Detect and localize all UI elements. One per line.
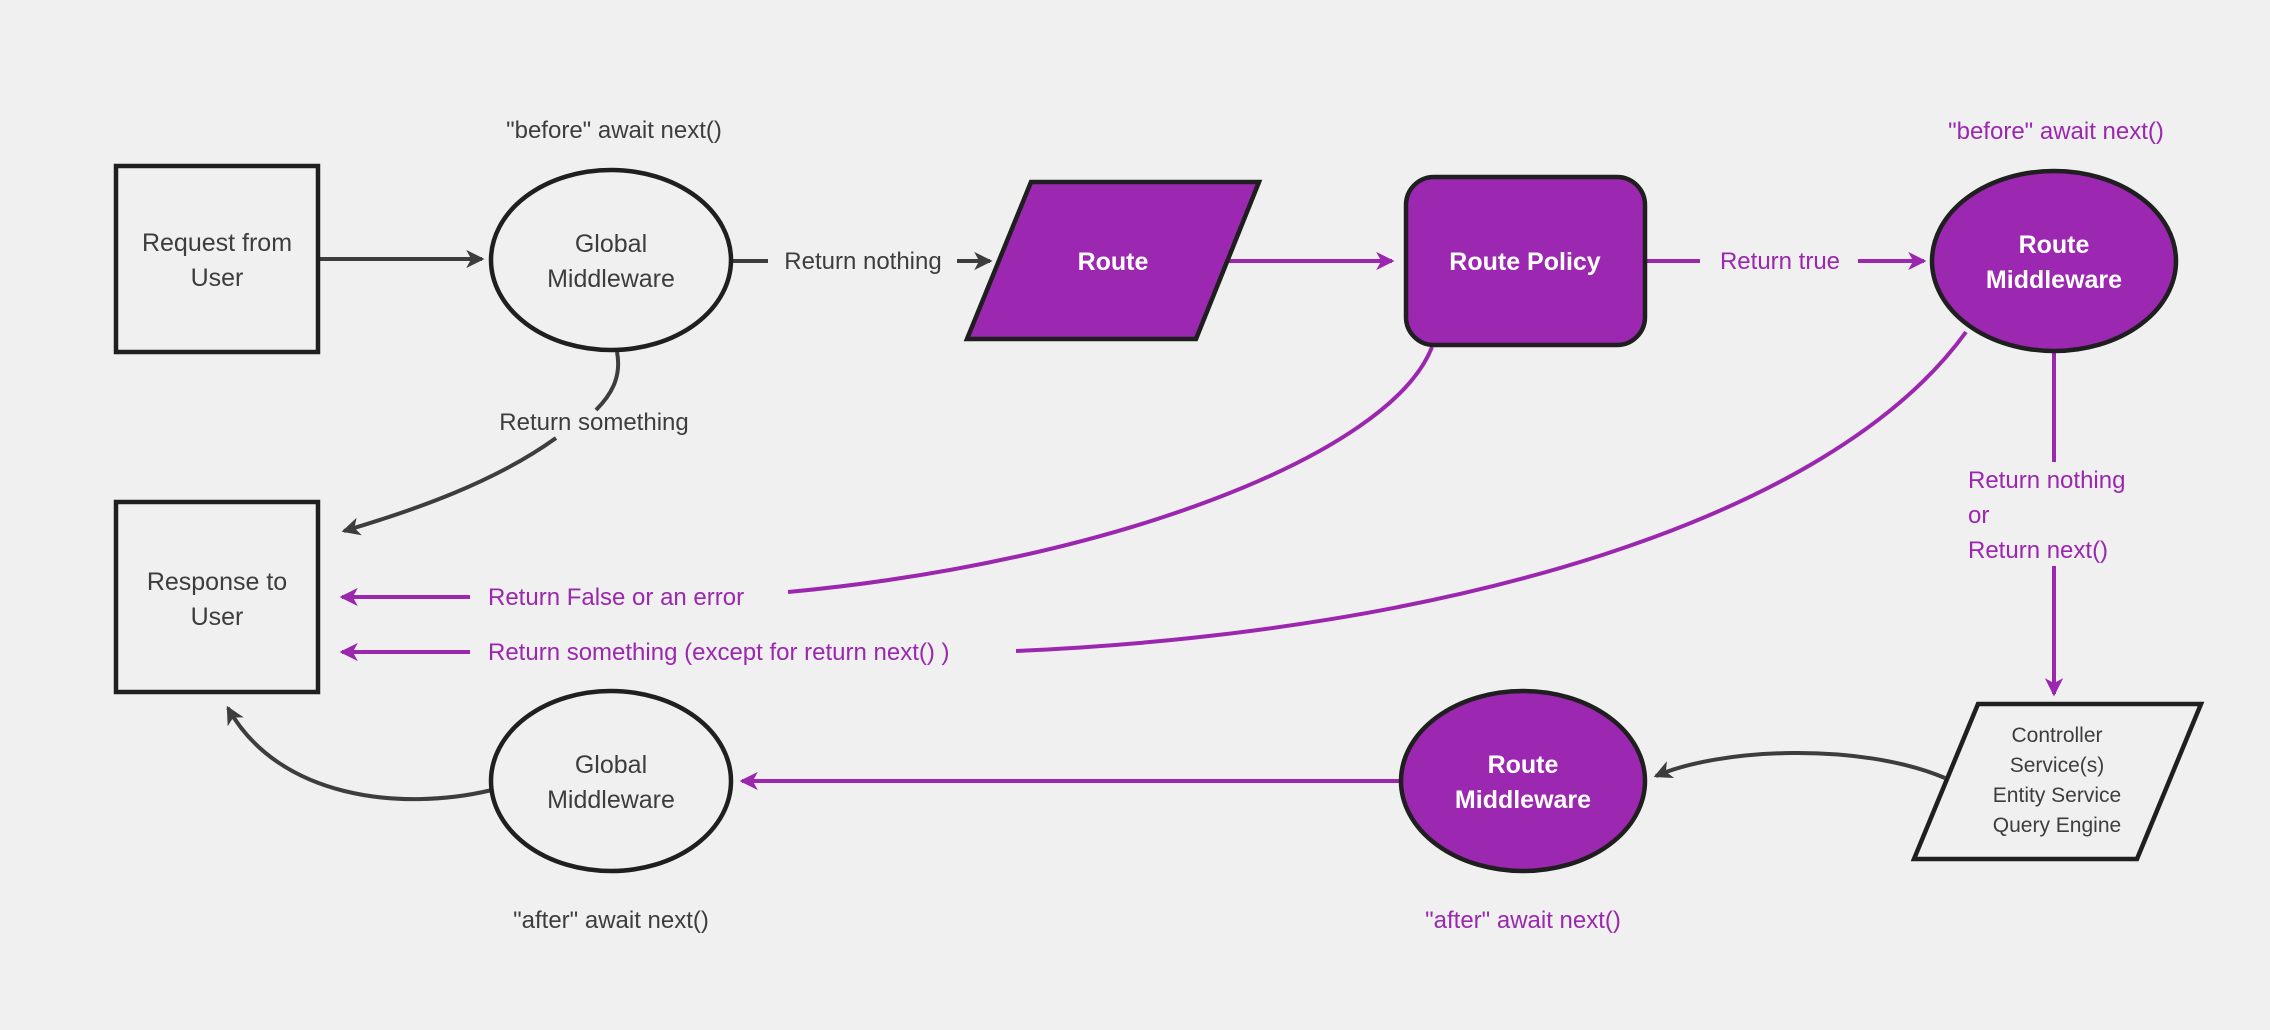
- label-return-nothing-or-block: Return nothing or Return next(): [1968, 467, 2125, 564]
- label-after-await-bottom-right: "after" await next(): [1425, 907, 1621, 934]
- response-box: [113, 499, 321, 695]
- node-route-middleware-top: Route Middleware: [1929, 168, 2179, 354]
- route-middleware-top-ellipse: [1929, 168, 2179, 354]
- edge-return-something-except-curve-segment: [1015, 330, 1968, 653]
- controller-line4: Query Engine: [1993, 814, 2121, 837]
- label-before-await-top-right: "before" await next(): [1948, 118, 2164, 145]
- route-label: Route: [1078, 248, 1149, 276]
- label-return-false-or-error: Return False or an error: [488, 584, 744, 611]
- edge-return-something-arrow-segment: [341, 436, 558, 536]
- label-return-something-except: Return something (except for return next…: [488, 639, 950, 666]
- global-middleware-top-line2: Middleware: [547, 265, 675, 293]
- controller-line3: Entity Service: [1993, 784, 2121, 807]
- global-middleware-bottom-ellipse: [488, 688, 734, 874]
- node-global-middleware-bottom: Global Middleware: [488, 688, 734, 874]
- label-before-await-top-left: "before" await next(): [506, 117, 722, 144]
- label-return-nothing-or-line2: or: [1968, 502, 1989, 529]
- node-response-to-user: Response to User: [113, 499, 321, 695]
- route-middleware-top-line2: Middleware: [1986, 266, 2122, 294]
- request-box: [113, 163, 321, 355]
- edge-return-false-curve-segment: [787, 346, 1434, 594]
- global-middleware-top-ellipse: [488, 167, 734, 353]
- route-middleware-top-line1: Route: [2019, 231, 2090, 259]
- controller-parallelogram: [1910, 701, 2205, 862]
- request-label-line2: User: [191, 264, 244, 292]
- node-route: Route: [963, 179, 1263, 342]
- edges: [226, 249, 2064, 802]
- node-global-middleware-top: Global Middleware: [488, 167, 734, 353]
- nodes: Request from User Global Middleware Rout…: [113, 163, 2205, 874]
- label-return-true: Return true: [1720, 248, 1840, 275]
- route-parallelogram: [963, 179, 1263, 342]
- edge-labels: "before" await next() Return nothing Ret…: [488, 117, 2164, 934]
- edge-return-something-upper-segment: [594, 351, 621, 412]
- route-policy-box: [1403, 174, 1648, 348]
- node-route-middleware-bottom: Route Middleware: [1398, 688, 1648, 874]
- edge-controller-to-route-middleware-bottom: [1653, 751, 1946, 780]
- node-request-from-user: Request from User: [113, 163, 321, 355]
- node-controller-services: Controller Service(s) Entity Service Que…: [1910, 701, 2205, 862]
- global-middleware-bottom-line1: Global: [575, 751, 647, 779]
- controller-line2: Service(s): [2010, 754, 2105, 777]
- node-route-policy: Route Policy: [1403, 174, 1648, 348]
- response-label-line2: User: [191, 603, 244, 631]
- global-middleware-top-line1: Global: [575, 230, 647, 258]
- label-return-nothing-or-line3: Return next(): [1968, 537, 2108, 564]
- controller-line1: Controller: [2011, 724, 2102, 747]
- route-middleware-bottom-ellipse: [1398, 688, 1648, 874]
- label-after-await-bottom-left: "after" await next(): [513, 907, 709, 934]
- route-policy-label: Route Policy: [1449, 248, 1601, 276]
- route-middleware-bottom-line1: Route: [1488, 751, 1559, 779]
- label-return-nothing: Return nothing: [784, 248, 941, 275]
- label-return-something: Return something: [499, 409, 688, 436]
- global-middleware-bottom-line2: Middleware: [547, 786, 675, 814]
- edge-global-middleware-bottom-to-response: [226, 705, 493, 802]
- response-label-line1: Response to: [147, 568, 287, 596]
- request-label-line1: Request from: [142, 229, 292, 257]
- label-return-nothing-or-line1: Return nothing: [1968, 467, 2125, 494]
- route-middleware-bottom-line2: Middleware: [1455, 786, 1591, 814]
